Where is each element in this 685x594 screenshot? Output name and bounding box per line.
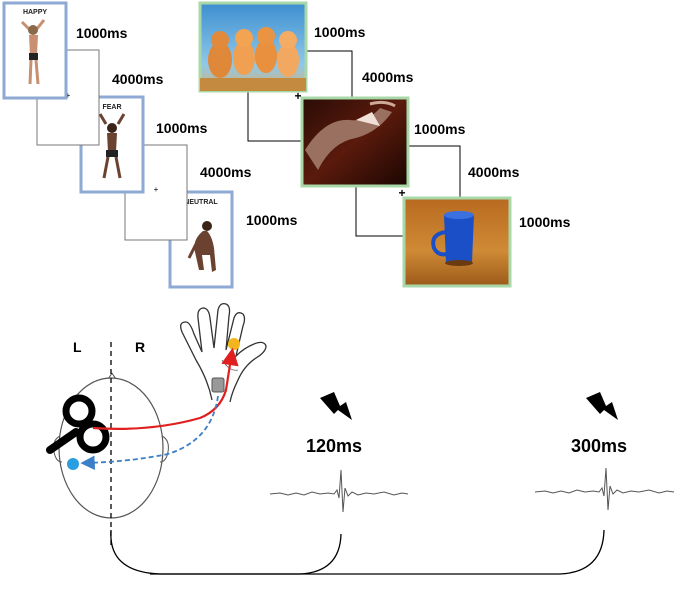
left-duration-1: 1000ms (76, 25, 128, 41)
snake-photo (305, 100, 396, 170)
right-duration-4: 4000ms (468, 164, 520, 180)
hemisphere-right-label: R (135, 339, 145, 355)
mug-photo (431, 211, 474, 266)
frame-label: FEAR (102, 104, 121, 111)
hemisphere-left-label: L (73, 339, 82, 355)
left-duration-2: 4000ms (112, 71, 164, 87)
pulse-120: 120ms (306, 392, 362, 456)
electrode-dot (228, 338, 240, 350)
fixation-cross: + (66, 91, 71, 100)
pulse-time-label: 120ms (306, 436, 362, 456)
right-duration-3: 1000ms (414, 121, 466, 137)
sensory-pathway-arrow (80, 395, 219, 470)
kittens-photo (200, 27, 306, 91)
lightning-bolt-icon (586, 392, 618, 420)
lightning-bolt-icon (320, 392, 352, 420)
happy-body-image (20, 19, 46, 85)
left-frame-happy: HAPPY (2, 1, 68, 100)
frame-label: HAPPY (23, 9, 47, 16)
left-duration-4: 4000ms (200, 164, 252, 180)
frame-label: NEUTRAL (184, 199, 218, 206)
timing-connectors (110, 529, 605, 575)
fixation-cross: + (398, 186, 405, 200)
right-frame-snake (300, 96, 410, 188)
tms-coil-icon (46, 394, 110, 454)
fixation-cross: + (154, 185, 159, 194)
pulse-time-label: 300ms (571, 436, 627, 456)
eeg-trace-2 (534, 467, 675, 511)
tms-setup: L R (46, 302, 267, 548)
left-stimulus-sequence: NEUTRAL + FEAR + (2, 1, 298, 289)
right-stimulus-sequence: + + (198, 1, 571, 288)
fear-body-image (98, 113, 126, 179)
left-duration-5: 1000ms (246, 212, 298, 228)
wrist-device-icon (211, 377, 225, 393)
eeg-trace-1 (269, 469, 409, 513)
right-duration-2: 4000ms (362, 69, 414, 85)
right-duration-5: 1000ms (519, 214, 571, 230)
right-frame-mug (402, 196, 512, 288)
right-duration-1: 1000ms (314, 24, 366, 40)
left-duration-3: 1000ms (156, 120, 208, 136)
stimulation-target-dot (67, 458, 79, 470)
motor-pathway-arrow (92, 347, 239, 430)
right-frame-kittens (198, 1, 308, 93)
fixation-cross: + (294, 89, 301, 103)
neutral-body-image (187, 221, 216, 272)
pulse-300: 300ms (571, 392, 627, 456)
